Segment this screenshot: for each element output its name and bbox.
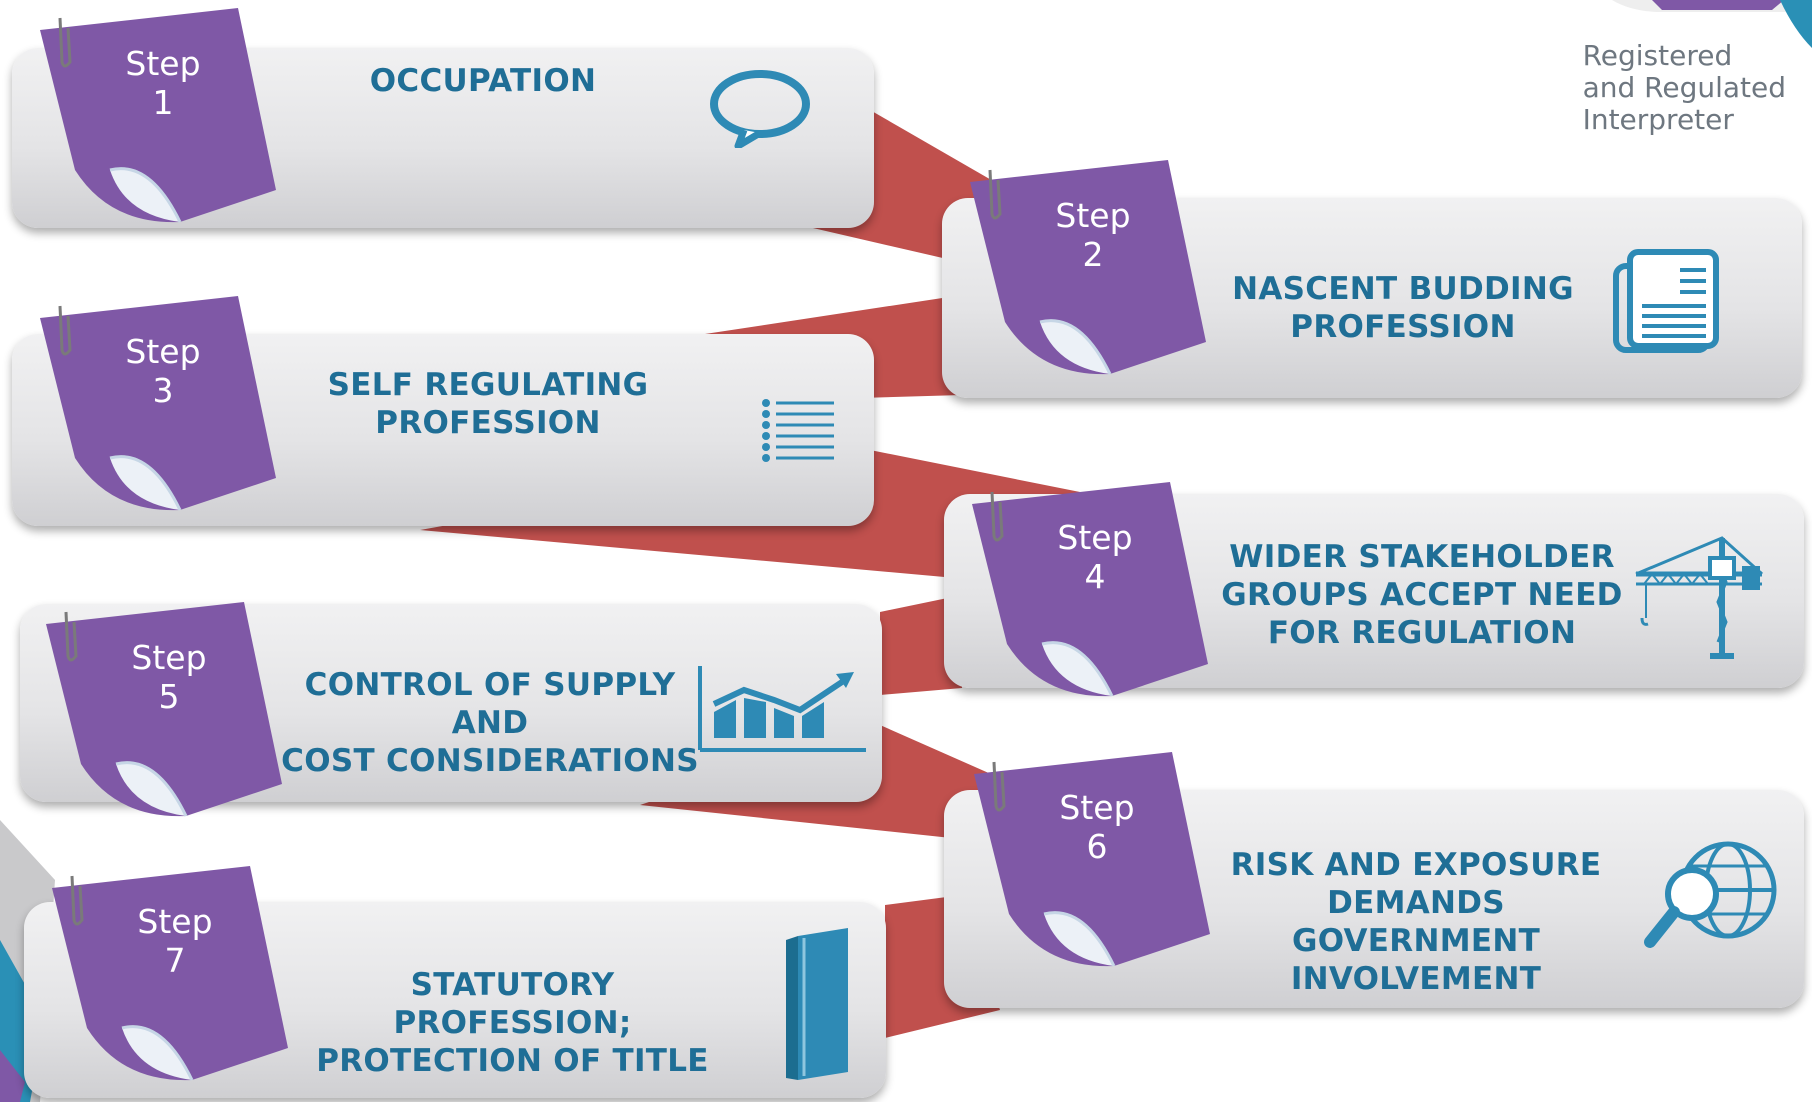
step-5-title: CONTROL OF SUPPLY AND COST CONSIDERATION…: [281, 667, 699, 779]
step-5-label: Step 5: [131, 638, 207, 716]
step-4-title: WIDER STAKEHOLDER GROUPS ACCEPT NEED FOR…: [1221, 539, 1623, 651]
list-icon: [762, 399, 834, 462]
step-2-label: Step 2: [1055, 196, 1131, 274]
step-6-title: RISK AND EXPOSURE DEMANDS GOVERNMENT INV…: [1230, 847, 1602, 997]
speech-bubble-icon: [710, 70, 810, 148]
globe-magnifier-icon: [1644, 841, 1777, 948]
step-7-note: Step 7: [42, 858, 302, 1088]
step-6-label: Step 6: [1059, 788, 1135, 866]
step-7-title: STATUTORY PROFESSION; PROTECTION OF TITL…: [316, 967, 709, 1079]
step-2-note: Step 2: [960, 152, 1220, 382]
step-2-title: NASCENT BUDDING PROFESSION: [1232, 271, 1574, 345]
step-5-note: Step 5: [36, 594, 296, 824]
step-4-label: Step 4: [1057, 518, 1133, 596]
step-6-note: Step 6: [964, 744, 1224, 974]
step-1-note: Step 1: [30, 0, 290, 230]
crane-icon: [1635, 536, 1764, 659]
step-3-label: Step 3: [125, 332, 201, 410]
step-1-title: OCCUPATION: [369, 63, 597, 99]
connector-4-5: [880, 595, 962, 695]
newspaper-icon: [1613, 249, 1719, 353]
book-icon: [786, 928, 848, 1080]
step-1-label: Step 1: [125, 44, 201, 122]
step-4-note: Step 4: [962, 474, 1222, 704]
step-3-title: SELF REGULATING PROFESSION: [327, 367, 649, 441]
bar-chart-trend-icon: [698, 666, 866, 752]
brand-text: Registered and Regulated Interpreter: [1582, 39, 1786, 136]
step-7-label: Step 7: [137, 902, 213, 980]
brand-logo-corner: [1612, 0, 1812, 48]
step-3-note: Step 3: [30, 288, 290, 518]
